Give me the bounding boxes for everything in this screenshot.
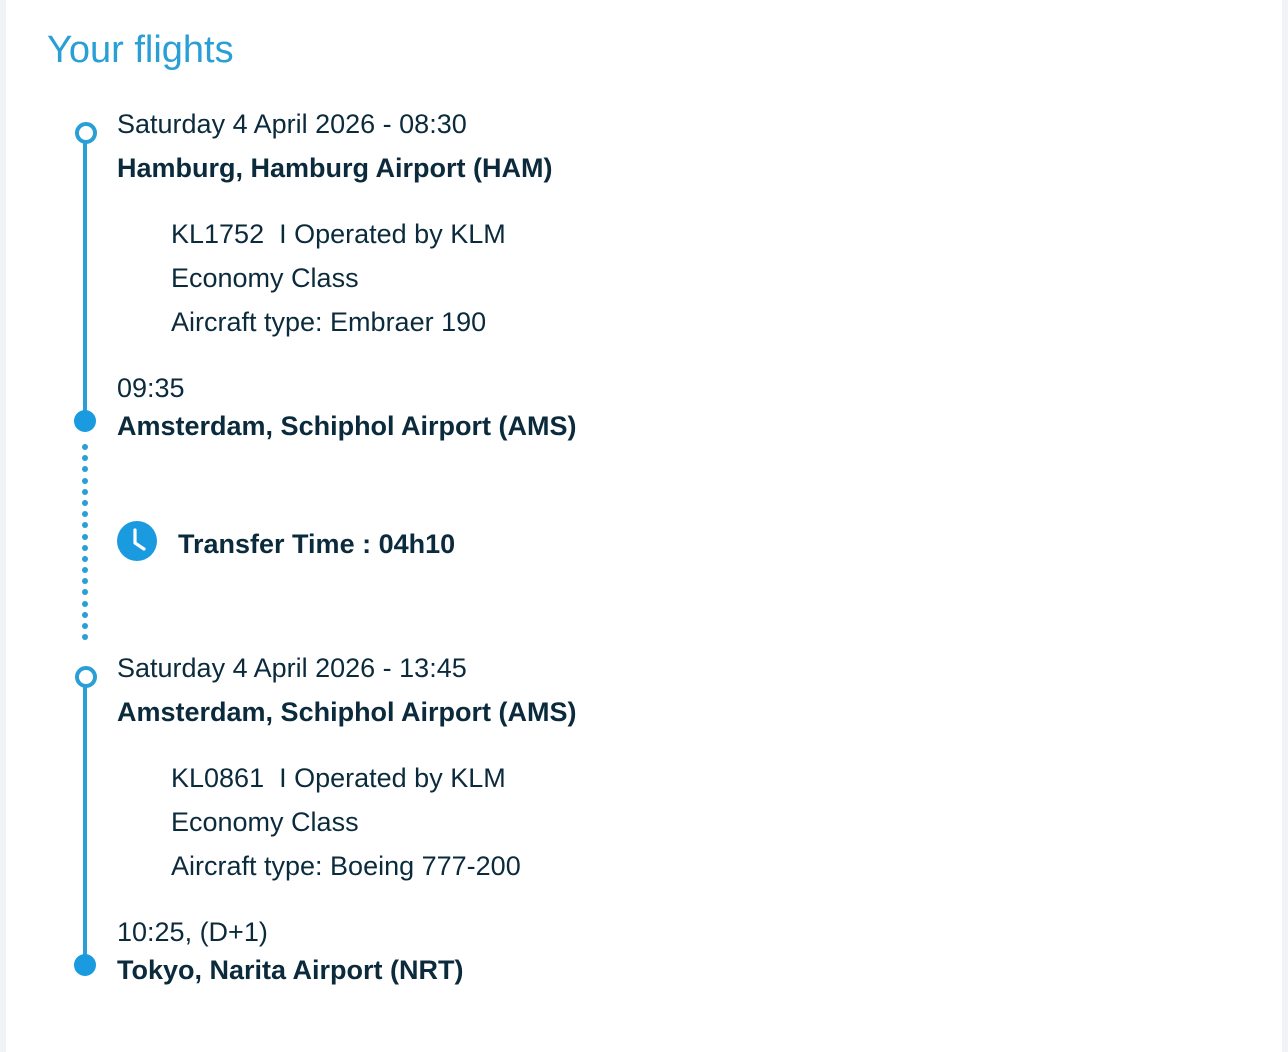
- arrival-marker-icon: [74, 410, 96, 432]
- departure-datetime: Saturday 4 April 2026 - 13:45: [117, 653, 467, 683]
- flights-panel: [6, 0, 1282, 1052]
- flight-info: KL0861 I Operated by KLM: [171, 763, 506, 793]
- departure-marker-icon: [75, 666, 97, 688]
- departure-datetime: Saturday 4 April 2026 - 08:30: [117, 109, 467, 139]
- transfer-dotted-line: [82, 444, 88, 645]
- arrival-marker-icon: [74, 954, 96, 976]
- departure-marker-icon: [75, 122, 97, 144]
- timeline-line-segment-1: [83, 140, 87, 420]
- flight-info: KL1752 I Operated by KLM: [171, 219, 506, 249]
- departure-airport: Hamburg, Hamburg Airport (HAM): [117, 153, 553, 183]
- aircraft-type: Aircraft type: Embraer 190: [171, 307, 487, 337]
- departure-airport: Amsterdam, Schiphol Airport (AMS): [117, 697, 577, 727]
- arrival-time: 09:35: [117, 373, 185, 403]
- transfer-time: Transfer Time : 04h10: [178, 529, 456, 559]
- cabin-class: Economy Class: [171, 263, 359, 293]
- clock-icon: [117, 521, 157, 561]
- arrival-airport: Tokyo, Narita Airport (NRT): [117, 955, 464, 985]
- cabin-class: Economy Class: [171, 807, 359, 837]
- aircraft-type: Aircraft type: Boeing 777-200: [171, 851, 521, 881]
- arrival-airport: Amsterdam, Schiphol Airport (AMS): [117, 411, 577, 441]
- timeline-line-segment-2: [83, 684, 87, 964]
- page-title: Your flights: [47, 29, 234, 71]
- arrival-time: 10:25, (D+1): [117, 917, 268, 947]
